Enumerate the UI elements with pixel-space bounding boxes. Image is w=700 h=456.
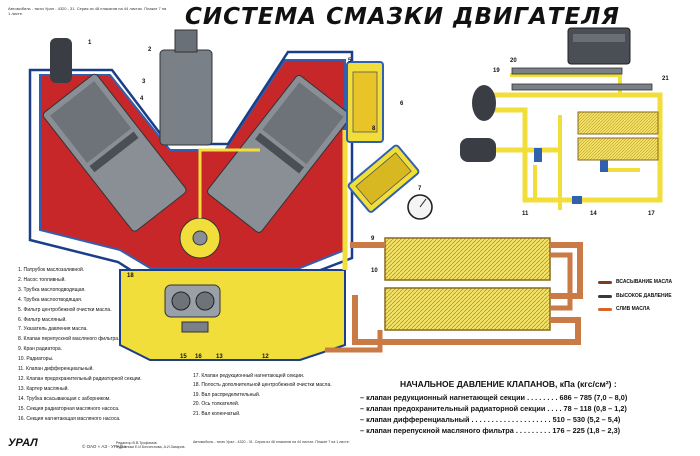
legend-item: 20. Ось толкателей.: [193, 401, 240, 408]
callout-9: 9: [371, 236, 375, 242]
callout-12: 12: [262, 354, 269, 360]
legend-item: 4. Трубка маслоотводящая.: [18, 296, 83, 303]
legend-item: 2. Насос топливный.: [18, 276, 66, 283]
legend-item: 10. Радиаторы.: [18, 356, 54, 363]
pressure-arrow-icon: [598, 294, 612, 298]
oil-filter: [347, 144, 420, 213]
flow-legend-label: ВСАСЫВАНИЕ МАСЛА: [616, 279, 673, 285]
callout-2: 2: [148, 47, 152, 53]
pressure-gauge: [407, 194, 433, 220]
legend-right: 17. Клапан редукционный нагнетающей секц…: [193, 372, 343, 419]
legend-item: 12. Клапан предохранительный радиаторной…: [18, 375, 142, 382]
ural-logo: УРАЛ: [8, 437, 38, 449]
callout-7: 7: [418, 186, 422, 192]
valve-row: – клапан перепускной масляного фильтра .…: [360, 426, 621, 435]
flow-legend-label: СЛИВ МАСЛА: [616, 306, 650, 312]
legend-item: 6. Фильтр масляный.: [18, 316, 67, 323]
callout-17: 17: [648, 211, 655, 217]
callout-21: 21: [662, 76, 669, 82]
suction-arrow-icon: [598, 281, 612, 285]
legend-item: 5. Фильтр центробежной очистки масла.: [18, 306, 112, 313]
callout-10: 10: [371, 268, 378, 274]
valve-pressures-title: НАЧАЛЬНОЕ ДАВЛЕНИЕ КЛАПАНОВ, кПа (кгс/см…: [400, 379, 617, 389]
legend-item: 8. Клапан перепускной масляного фильтра.: [18, 336, 120, 343]
callout-15: 15: [180, 354, 187, 360]
drain-arrow-icon: [598, 308, 612, 312]
schematic: [460, 27, 663, 210]
callout-11: 11: [522, 211, 529, 217]
callout-6: 6: [400, 101, 404, 107]
engine-block: [28, 29, 354, 361]
legend-item: 1. Патрубок маслозаливной.: [18, 267, 85, 273]
footer-credit-line: Редактор В.В.Трофимов.: [116, 441, 158, 445]
callout-1: 1: [88, 40, 92, 46]
legend-item: 3. Трубка маслоподводящая.: [18, 286, 86, 293]
legend-item: 17. Клапан редукционный нагнетающей секц…: [193, 373, 305, 379]
flow-legend-label: ВЫСОКОЕ ДАВЛЕНИЕ: [616, 292, 672, 299]
callout-20: 20: [510, 58, 517, 64]
callout-3: 3: [142, 79, 146, 85]
legend-item: 14. Трубка всасывающая с заборником.: [18, 395, 111, 402]
legend-item: 18. Полость дополнительной центробежной …: [193, 382, 332, 389]
legend-item: 21. Вал коленчатый.: [193, 410, 241, 417]
callout-19: 19: [493, 68, 500, 74]
header-note: Автомобиль - тягач Урал - 4320 - 31. Сер…: [8, 6, 167, 16]
legend-item: 9. Кран радиатора.: [18, 346, 63, 353]
callout-13: 13: [216, 354, 223, 360]
legend-item: 16. Секция нагнетающая масляного насоса.: [18, 415, 121, 422]
callout-4: 4: [140, 96, 144, 102]
callouts: 1 2 3 4 5 6 7 8 9 10 11 12 13 14 15 16 1…: [88, 40, 669, 360]
legend-item: 15. Секция радиаторная масляного насоса.: [18, 405, 120, 412]
footer-credits: Редактор В.В.Трофимов. Художники Е.И.Бес…: [116, 441, 185, 450]
legend-item: 13. Картер масляный.: [18, 385, 69, 392]
flow-legend: ВСАСЫВАНИЕ МАСЛА ВЫСОКОЕ ДАВЛЕНИЕ СЛИВ М…: [598, 276, 672, 317]
callout-16: 16: [195, 354, 202, 360]
callout-5: 5: [348, 58, 352, 64]
valve-pressures: НАЧАЛЬНОЕ ДАВЛЕНИЕ КЛАПАНОВ, кПа (кгс/см…: [360, 379, 695, 436]
page-title: СИСТЕМА СМАЗКИ ДВИГАТЕЛЯ: [185, 4, 621, 30]
footer-series-note: Автомобиль - тягач Урал - 4320 - 31. Сер…: [193, 440, 350, 444]
flow-legend-pressure: ВЫСОКОЕ ДАВЛЕНИЕ: [598, 290, 672, 304]
flow-legend-drain: СЛИВ МАСЛА: [598, 303, 672, 317]
callout-14: 14: [590, 211, 597, 217]
callout-8: 8: [372, 126, 376, 132]
footer-credit-line: Художники Е.И.Бесчеснова, А.И.Захаров.: [116, 445, 186, 450]
flow-legend-suction: ВСАСЫВАНИЕ МАСЛА: [598, 276, 672, 290]
valve-row: – клапан предохранительный радиаторной с…: [360, 404, 627, 413]
legend-item: 19. Вал распределительный.: [193, 391, 261, 398]
callout-18: 18: [127, 273, 134, 279]
valve-row: – клапан дифференциальный . . . . . . . …: [360, 415, 621, 424]
legend-left: 1. Патрубок маслозаливной. 2. Насос топл…: [18, 266, 168, 425]
centrifugal-filter: [346, 61, 384, 143]
legend-item: 7. Указатель давления масла.: [18, 326, 88, 333]
lower-radiators: [325, 237, 583, 353]
valve-row: – клапан редукционный нагнетающей секции…: [360, 393, 628, 402]
footer-copyright: © ОАО « АЗ - УРАЛ »: [82, 444, 127, 449]
legend-item: 11. Клапан дифференциальный.: [18, 366, 94, 373]
